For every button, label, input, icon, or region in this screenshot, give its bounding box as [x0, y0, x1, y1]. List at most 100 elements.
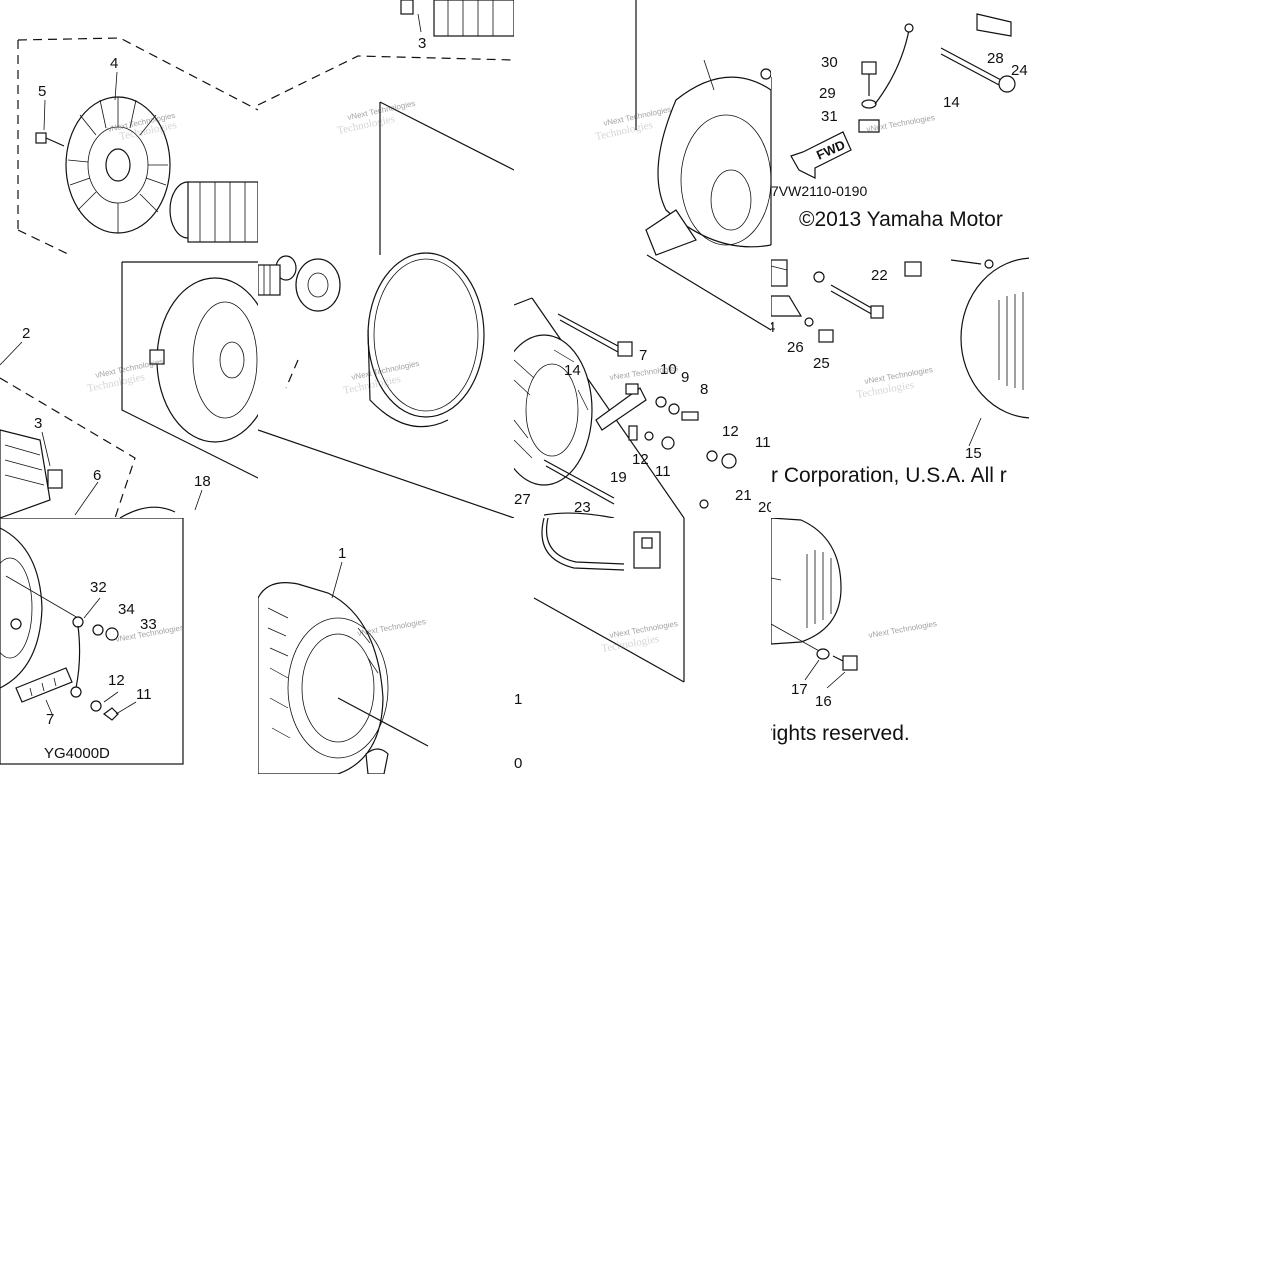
callout-3: 3 [34, 415, 42, 432]
diagram-tile-inset: 32 34 33 12 11 7 YG4000D vNext Technolog… [0, 518, 258, 774]
callout-31: 31 [821, 108, 838, 125]
bolt-14-rear-icon [940, 47, 1016, 93]
watermark: vNext Technologies [609, 363, 679, 382]
part-28-icon [976, 13, 1012, 37]
callout-11-inset: 11 [136, 686, 152, 703]
watermark: vNext Technologies [357, 617, 427, 638]
wire-loop-icon [541, 518, 661, 571]
callout-7-inset: 7 [46, 711, 54, 728]
bolt-5-icon [35, 132, 65, 147]
ground-wire-icon [874, 23, 914, 105]
engine-block-icon [0, 429, 51, 518]
housing-13-drawing [645, 60, 771, 256]
bolt-19-icon [543, 459, 615, 505]
bolt-16-icon [832, 655, 858, 671]
front-housing-icon [149, 277, 258, 443]
through-bolt-14-icon [557, 313, 633, 357]
cover-ring-icon [367, 252, 485, 428]
rotor-end-icon [258, 264, 281, 296]
callout-19: 19 [610, 469, 627, 486]
callout-1-partial: 1 [514, 691, 522, 708]
callout-30: 30 [821, 54, 838, 71]
rear-cover-15-icon [960, 257, 1029, 419]
end-cover-icon [771, 518, 842, 645]
callout-18: 18 [194, 473, 211, 490]
generator-top-icon [433, 0, 514, 37]
callout-10: 10 [660, 361, 677, 378]
callout-6: 6 [93, 467, 101, 484]
callout-12: 12 [722, 423, 739, 440]
wire-harness-icon [543, 499, 709, 518]
diagram-tile-housing: FWD 13 2 4 22 26 [771, 0, 1029, 518]
leader-lines [0, 71, 203, 516]
bearing-icon [275, 255, 341, 312]
stator-drawing: 14 7 10 9 8 12 11 12 11 19 21 27 23 20 v… [514, 0, 771, 518]
bracket-2-icon [771, 259, 788, 287]
callout-4-right: 4 [771, 319, 775, 336]
callout-11b: 11 [655, 463, 671, 480]
clip-3-icon [47, 469, 63, 489]
callout-32: 32 [90, 579, 107, 596]
inset-brush-7-icon [15, 667, 73, 703]
callout-28: 28 [987, 50, 1004, 67]
callout-16: 16 [815, 693, 832, 710]
stator-coil-icon [258, 582, 389, 774]
callout-9: 9 [681, 369, 689, 386]
bolt-22-icon [830, 284, 884, 319]
inset-drawing: 32 34 33 12 11 7 YG4000D vNext Technolog… [0, 518, 185, 765]
callout-25: 25 [813, 355, 830, 372]
callout-17: 17 [791, 681, 808, 698]
fwd-arrow-icon [790, 131, 852, 179]
model-label: YG4000D [44, 745, 110, 762]
callout-24: 24 [1011, 62, 1028, 79]
callout-12-inset: 12 [108, 672, 125, 689]
callout-22: 22 [871, 267, 888, 284]
diagram-tile-housing-13 [636, 60, 771, 260]
model-inset-box [0, 518, 184, 765]
callout-11: 11 [755, 434, 771, 451]
callout-34: 34 [118, 601, 135, 618]
diagram-tile-bearing: 3 vNext Technologies Technologies vNext … [258, 0, 514, 518]
mount-bolt-30-icon [858, 61, 880, 133]
clip-3-top-icon [400, 0, 414, 15]
callout-21: 21 [735, 487, 752, 504]
cover-drawing: 17 16 rights reserved. vNext Technologie… [771, 518, 938, 745]
callout-14-rear: 14 [943, 94, 960, 111]
inset-housing-icon [0, 527, 43, 689]
bearing-drawing: 3 vNext Technologies Technologies vNext … [258, 0, 514, 518]
callout-29: 29 [819, 85, 836, 102]
callout-0-partial: 0 [514, 755, 522, 772]
harness-drawing: 1 0 vNext Technologies Technologies [514, 518, 685, 772]
brush-holder-icon [595, 383, 647, 431]
rotor-icon [169, 181, 258, 243]
ground-lead-icon [5, 575, 84, 698]
callout-26: 26 [787, 339, 804, 356]
generator-housing-icon [645, 68, 771, 256]
diagram-tile-harness: 1 0 vNext Technologies Technologies [514, 518, 771, 774]
stay-4-icon [771, 295, 803, 317]
watermark: vNext Technologies [866, 113, 936, 134]
fan-assembly-drawing: 5 4 2 3 6 18 vNext Technologies Technolo… [0, 37, 258, 518]
diagram-tile-cover: 17 16 rights reserved. vNext Technologie… [771, 518, 1029, 774]
copyright-line-1: ©2013 Yamaha Motor [799, 208, 1003, 231]
small-parts-icon [628, 396, 737, 469]
diagram-tile-fan: 5 4 2 3 6 18 vNext Technologies Technolo… [0, 0, 258, 518]
callout-14: 14 [564, 362, 581, 379]
callout-23: 23 [574, 499, 591, 516]
callout-20: 20 [758, 499, 771, 516]
coil-drawing: 1 vNext Technologies [258, 545, 429, 774]
copyright-line-2: r Corporation, U.S.A. All r [771, 464, 1007, 487]
callout-5: 5 [38, 83, 46, 100]
diagram-code: 7VW2110-0190 [771, 183, 867, 199]
callout-27: 27 [514, 491, 531, 508]
callout-8: 8 [700, 381, 708, 398]
diagram-tile-coil: 1 vNext Technologies [258, 518, 514, 774]
housing-drawing: FWD 13 2 4 22 26 [771, 13, 1029, 487]
callout-3-top: 3 [418, 35, 426, 52]
cooling-fan-icon [65, 96, 171, 234]
stator-core-icon [514, 334, 593, 486]
callout-1: 1 [338, 545, 346, 562]
callout-33: 33 [140, 616, 157, 633]
callout-15: 15 [965, 445, 982, 462]
callout-7: 7 [639, 347, 647, 364]
